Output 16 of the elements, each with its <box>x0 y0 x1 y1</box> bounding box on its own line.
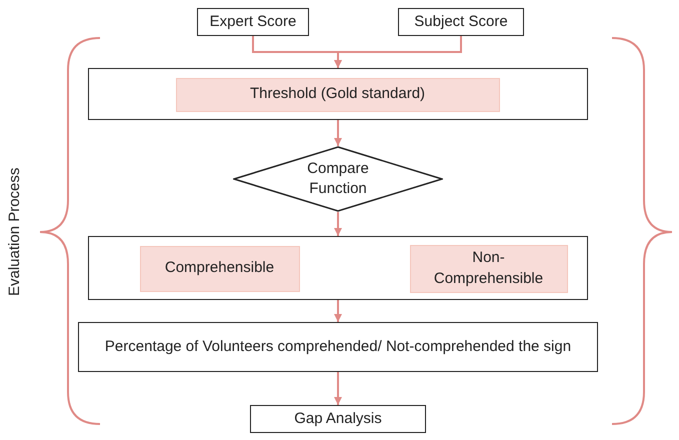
arrow <box>334 372 342 405</box>
process-box: Non- Comprehensible <box>410 244 568 292</box>
side-label: Evaluation Process <box>6 168 23 296</box>
process-box: Expert Score <box>197 8 309 36</box>
arrow <box>334 212 342 236</box>
process-box: Comprehensible <box>140 246 300 292</box>
arrow <box>334 120 342 146</box>
arrow <box>334 36 462 68</box>
container-box <box>88 68 588 120</box>
container-box <box>88 236 588 300</box>
arrow <box>334 300 342 322</box>
process-box: Subject Score <box>398 8 524 36</box>
process-box: Threshold (Gold standard) <box>176 78 500 112</box>
process-box: Gap Analysis <box>250 405 426 433</box>
process-box: Percentage of Volunteers comprehended/ Not-comprehended the sign <box>78 322 598 372</box>
decision-diamond: Compare Function <box>233 146 443 212</box>
